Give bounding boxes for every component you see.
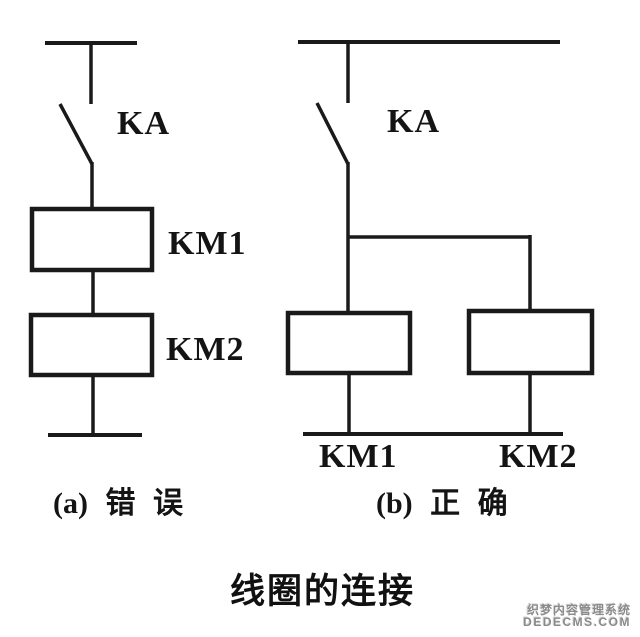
- circuit-a-coil1-label: KM1: [168, 225, 247, 262]
- circuit-a-relay-label: KA: [117, 105, 170, 142]
- circuit-a: [28, 41, 155, 437]
- circuit-a-coil2-label: KM2: [166, 331, 245, 368]
- circuit-b-relay-label: KA: [387, 103, 440, 140]
- circuit-b-coil1-box: [285, 310, 413, 376]
- circuit-a-switch-blade: [58, 103, 94, 165]
- circuit-b-switch-blade: [315, 102, 350, 165]
- watermark-text-en: DEDECMS.COM: [523, 615, 631, 630]
- circuit-b-coil2-label: KM2: [499, 438, 578, 475]
- circuit-b-coil2-box: [466, 308, 595, 376]
- figure-title: 线圈的连接: [229, 572, 415, 611]
- circuit-b: [285, 40, 595, 436]
- circuit-b-caption: (b) 正 确: [376, 487, 508, 520]
- circuit-a-coil2-box: [28, 312, 155, 378]
- watermark-text-cn: 织梦内容管理系统: [526, 602, 631, 617]
- circuit-a-coil1-box: [29, 206, 155, 273]
- circuit-a-caption: (a) 错 误: [53, 487, 183, 520]
- watermark: 织梦内容管理系统 DEDECMS.COM: [523, 604, 631, 629]
- circuit-b-coil1-label: KM1: [319, 438, 398, 475]
